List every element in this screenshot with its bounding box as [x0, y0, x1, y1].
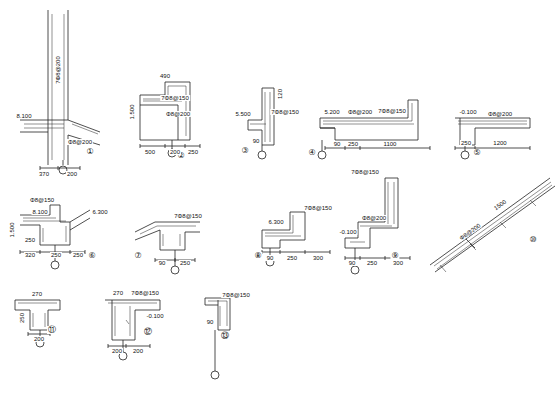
- dimension-label: Φ8@200: [347, 109, 373, 115]
- dimension-label: 320: [24, 252, 36, 258]
- callout-number: ③: [240, 147, 249, 155]
- dimension-label: 200: [132, 348, 144, 354]
- dimension-label: 1200: [492, 140, 507, 146]
- callout-number: ④: [307, 149, 316, 157]
- dimension-label: 270: [112, 290, 124, 296]
- dimension-label: 370: [38, 171, 50, 177]
- dimension-label: 300: [392, 260, 404, 266]
- dimension-label: 7Φ8@150: [173, 213, 203, 219]
- dimension-label: 7Φ8@150: [160, 95, 190, 101]
- dimension-label: Φ8@200: [458, 222, 483, 242]
- dimension-label: 6.300: [91, 209, 108, 215]
- dimension-label: Φ8@150: [29, 197, 55, 203]
- dimension-label: 90: [333, 141, 342, 147]
- dimension-label: 490: [159, 73, 171, 79]
- dimension-label: 5.500: [234, 111, 251, 117]
- callout-number: ⑦: [133, 252, 142, 260]
- callout-number: ⑤: [472, 149, 481, 157]
- callout-number: ⑫: [143, 328, 153, 336]
- dimension-label: 250: [286, 255, 298, 261]
- dimension-label: 250: [24, 237, 36, 243]
- dimension-label: 250: [187, 149, 199, 155]
- dimension-label: 7Φ8@200: [55, 55, 61, 85]
- dimension-label: 120: [277, 88, 283, 100]
- dimension-label: Φ8@200: [487, 111, 513, 117]
- dimension-label: 250: [19, 312, 25, 324]
- callout-number: ⑩: [528, 236, 537, 244]
- dimension-label: 7Φ8@150: [130, 290, 160, 296]
- dimension-label: 500: [144, 149, 156, 155]
- dimension-label: 1.500: [129, 103, 135, 120]
- dimension-label: -0.100: [338, 229, 357, 235]
- dimension-label: 90: [252, 138, 261, 144]
- dimension-label: 250: [460, 140, 472, 146]
- dimension-label: 1.500: [9, 221, 15, 238]
- dimension-label: 5.200: [323, 109, 340, 115]
- dimension-label: 250: [347, 141, 359, 147]
- dimension-label: 250: [50, 252, 62, 258]
- dimension-label: 200: [33, 336, 45, 342]
- callout-number: ⑬: [220, 332, 230, 340]
- callout-number: ①: [85, 148, 94, 156]
- dimension-label: 1100: [383, 141, 398, 147]
- dimension-label: 90: [348, 260, 357, 266]
- dimension-label: 300: [312, 255, 324, 261]
- dimension-label: 8.100: [31, 209, 48, 215]
- dimension-label: 270: [31, 291, 43, 297]
- dimension-label: 7Φ8@150: [350, 169, 380, 175]
- dimension-label: 90: [266, 255, 275, 261]
- dimension-label: Φ8@200: [361, 215, 387, 221]
- dimension-label: 250: [366, 260, 378, 266]
- dimension-label: 200: [66, 171, 78, 177]
- dimension-label: 200: [111, 348, 123, 354]
- dimension-label: 7Φ8@150: [221, 292, 251, 298]
- dimension-label: Φ8@200: [165, 111, 191, 117]
- callout-number: ⑨: [390, 252, 399, 260]
- dimension-label: -0.100: [145, 313, 164, 319]
- callout-number: ⑧: [253, 252, 262, 260]
- callout-number: ⑥: [87, 252, 96, 260]
- dimension-label: 250: [179, 260, 191, 266]
- dimension-label: 7Φ8@150: [377, 108, 407, 114]
- dimension-label: 200: [169, 149, 181, 155]
- dimension-label: 90: [206, 319, 215, 325]
- dimension-label: -0.100: [458, 109, 477, 115]
- dimension-label: 7Φ8@150: [270, 109, 300, 115]
- dimension-label: 8.100: [15, 113, 32, 119]
- dimension-label: 6.300: [267, 219, 284, 225]
- dimension-label: 90: [158, 260, 167, 266]
- dimension-label: 7Φ8@150: [303, 205, 333, 211]
- dimension-label: Φ8@200: [67, 139, 93, 145]
- callout-number: ⑪: [47, 326, 57, 334]
- dimension-label: 250: [72, 252, 84, 258]
